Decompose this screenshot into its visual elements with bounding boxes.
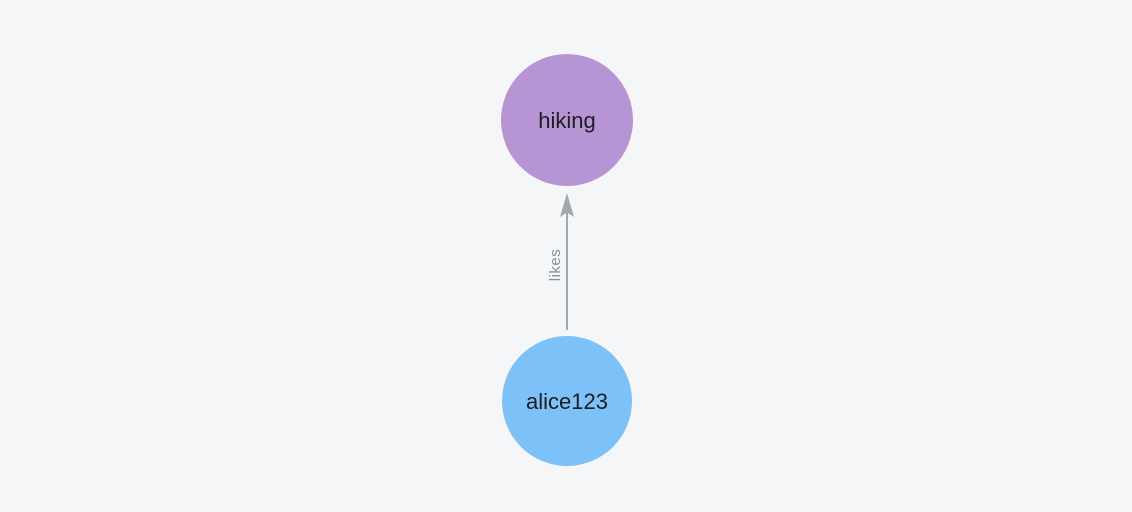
- node-alice123: alice123: [502, 336, 632, 466]
- edge-arrowhead-icon: [560, 193, 574, 217]
- edge-alice123-likes-hiking: likes: [547, 193, 574, 330]
- node-hiking: hiking: [501, 54, 633, 186]
- edge-label: likes: [547, 249, 564, 282]
- node-hiking-circle[interactable]: [501, 54, 633, 186]
- node-alice123-circle[interactable]: [502, 336, 632, 466]
